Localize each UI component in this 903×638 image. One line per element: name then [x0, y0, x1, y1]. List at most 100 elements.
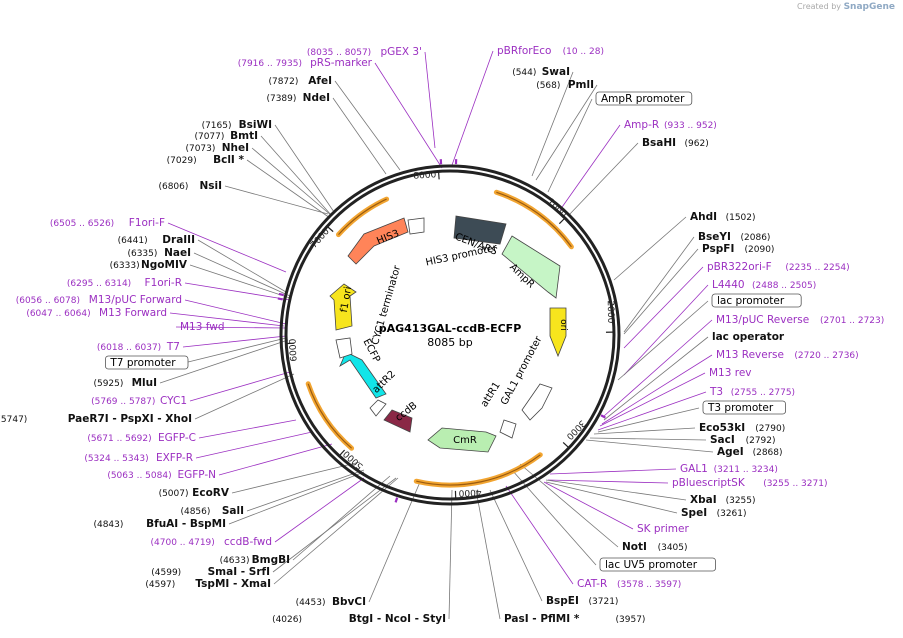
label-m13-puc-reverse[interactable]: M13/pUC Reverse (2701 .. 2723) — [716, 314, 884, 326]
label-saci[interactable]: SacI(2792) — [710, 434, 776, 446]
label-exfp-r[interactable]: EXFP-R(5324 .. 5343) — [84, 452, 193, 464]
label-f1ori-f[interactable]: F1ori-F(6505 .. 6526) — [50, 217, 165, 229]
label-pbrforeco[interactable]: pBRforEco(10 .. 28) — [497, 45, 604, 57]
label-bspei[interactable]: BspEI(3721) — [546, 595, 618, 607]
label-name-lac-operator: lac operator — [712, 331, 785, 343]
leader-bspei — [489, 489, 543, 602]
label-sali[interactable]: SalI(4856) — [180, 505, 244, 517]
label-m13-fwd[interactable]: M13 fwd — [180, 321, 225, 333]
label-ccdb-fwd[interactable]: ccdB-fwd(4700 .. 4719) — [151, 536, 272, 548]
label-pos-ccdb-fwd: (4700 .. 4719) — [151, 538, 215, 548]
label-prs-marker[interactable]: pRS-marker(7916 .. 7935) — [238, 57, 373, 69]
label-pos-spei: (3261) — [717, 509, 747, 519]
label-m13-puc-forward[interactable]: M13/pUC Forward(6056 .. 6078) — [16, 294, 182, 306]
label-name-bsahi: BsaHI — [642, 137, 676, 149]
label-bmti[interactable]: BmtI(7077) — [194, 130, 258, 142]
label-lac-promoter[interactable]: lac promoter — [711, 293, 802, 308]
cyc1-terminator-arrow — [335, 337, 353, 359]
label-draiii[interactable]: DraIII(6441) — [118, 234, 195, 246]
label-eco53ki[interactable]: Eco53kI(2790) — [699, 422, 785, 434]
label-smai-srfi[interactable]: SmaI - SrfI(4599) — [151, 566, 270, 578]
leader-lines — [159, 50, 714, 620]
label-name-agei: AgeI — [717, 446, 744, 458]
label-pos-m13-puc-reverse: (2701 .. 2723) — [820, 316, 884, 326]
label-t7-promoter[interactable]: T7 promoter — [105, 355, 189, 370]
backbone-inner-ring — [284, 169, 616, 501]
label-pos-l4440: (2488 .. 2505) — [752, 281, 816, 291]
label-pbr322ori-f[interactable]: pBR322ori-F(2235 .. 2254) — [707, 261, 850, 273]
label-pos-sali: (4856) — [180, 507, 210, 517]
label-t3-promoter[interactable]: T3 promoter — [702, 400, 786, 415]
tick-label-6000: 6000 — [288, 338, 299, 362]
leader-ccdb-fwd — [274, 477, 365, 543]
label-egfp-n[interactable]: EGFP-N(5063 .. 5084) — [107, 469, 216, 481]
leader-tspmi-xmai — [273, 477, 399, 585]
label-lac-operator[interactable]: lac operator — [712, 331, 785, 343]
label-spei[interactable]: SpeI(3261) — [681, 507, 747, 519]
label-gal1[interactable]: GAL1(3211 .. 3234) — [680, 463, 778, 475]
label-ngomiv[interactable]: NgoMIV(6333) — [110, 259, 188, 271]
label-pasi-pflmi[interactable]: PasI - PflMI *(3957) — [504, 613, 645, 625]
label-t3[interactable]: T3(2755 .. 2775) — [709, 386, 795, 398]
label-pmli[interactable]: PmlI(568) — [536, 79, 594, 91]
label-m13-rev[interactable]: M13 rev — [709, 367, 752, 379]
label-pos-nhei: (7073) — [185, 144, 215, 154]
label-nhei[interactable]: NheI(7073) — [185, 142, 249, 154]
leader-ngomiv — [189, 264, 291, 299]
label-pos-prs-marker: (7916 .. 7935) — [238, 59, 302, 69]
label-l4440[interactable]: L4440(2488 .. 2505) — [712, 279, 816, 291]
label-bseyi[interactable]: BseYI(2086) — [698, 231, 770, 243]
primer-mark-bottom — [394, 497, 399, 503]
label-nsii[interactable]: NsiI(6806) — [158, 180, 222, 192]
label-xbai[interactable]: XbaI(3255) — [690, 494, 756, 506]
label-ecorv[interactable]: EcoRV(5007) — [159, 487, 230, 499]
label-pos-bbvci: (4453) — [296, 598, 326, 608]
label-pbluescriptsk[interactable]: pBluescriptSK(3255 .. 3271) — [672, 477, 827, 489]
label-tspmi-xmai[interactable]: TspMI - XmaI(4597) — [145, 578, 271, 590]
label-pos-t3: (2755 .. 2775) — [731, 388, 795, 398]
label-paer7i-pspxi-xhoi[interactable]: PaeR7I - PspXI - XhoI(5747) — [0, 413, 192, 425]
label-f1ori-r[interactable]: F1ori-R(6295 .. 6314) — [67, 277, 182, 289]
label-name-pspfi: PspFI — [702, 243, 734, 255]
label-cat-r[interactable]: CAT-R(3578 .. 3597) — [577, 578, 681, 590]
leader-bsiwi — [274, 124, 335, 213]
label-mlui[interactable]: MluI(5925) — [93, 377, 157, 389]
label-bmgbi[interactable]: BmgBI(4633) — [220, 554, 290, 566]
label-lac-uv5-promoter[interactable]: lac UV5 promoter — [599, 557, 716, 572]
label-bsiwi[interactable]: BsiWI(7165) — [202, 119, 272, 131]
primer-mark-left2 — [278, 292, 284, 297]
label-noti[interactable]: NotI(3405) — [622, 541, 688, 553]
label-cyc1[interactable]: CYC1(5769 .. 5787) — [91, 395, 187, 407]
label-bsahi[interactable]: BsaHI(962) — [642, 137, 709, 149]
label-m13-forward[interactable]: M13 Forward(6047 .. 6064) — [26, 307, 167, 319]
label-egfp-c[interactable]: EGFP-C(5671 .. 5692) — [87, 432, 196, 444]
label-ndei[interactable]: NdeI(7389) — [266, 92, 330, 104]
label-name-m13-puc-reverse: M13/pUC Reverse — [716, 314, 809, 326]
label-t7[interactable]: T7(6018 .. 6037) — [97, 341, 180, 353]
gal1-promoter-arrow — [521, 383, 553, 421]
ampr-arrow — [501, 235, 561, 299]
label-bcli[interactable]: BclI *(7029) — [167, 154, 245, 166]
label-ampr-promoter[interactable]: AmpR promoter — [595, 91, 693, 106]
label-name-ahdi: AhdI — [690, 211, 717, 223]
label-name-m13-fwd: M13 fwd — [180, 321, 225, 333]
label-bfuai-bspmi[interactable]: BfuAI - BspMI(4843) — [93, 518, 226, 530]
leader-xbai — [545, 479, 687, 501]
label-name-m13-forward: M13 Forward — [99, 307, 167, 319]
label-ahdi[interactable]: AhdI(1502) — [690, 211, 756, 223]
label-naei[interactable]: NaeI(6335) — [127, 247, 191, 259]
leader-bsahi — [567, 142, 639, 217]
label-agei[interactable]: AgeI(2868) — [717, 446, 783, 458]
label-pgex-3[interactable]: pGEX 3'(8035 .. 8057) — [307, 46, 422, 58]
leader-lac-operator — [603, 336, 709, 421]
label-swai[interactable]: SwaI(544) — [512, 66, 570, 78]
label-m13-reverse[interactable]: M13 Reverse(2720 .. 2736) — [716, 349, 859, 361]
attr2-arrow — [369, 399, 387, 417]
label-bbvci[interactable]: BbvCI(4453) — [296, 596, 366, 608]
label-sk-primer[interactable]: SK primer — [637, 523, 689, 535]
label-pspfi[interactable]: PspFI(2090) — [702, 243, 774, 255]
label-afei[interactable]: AfeI(7872) — [268, 75, 332, 87]
label-amp-r[interactable]: Amp-R(933 .. 952) — [624, 119, 717, 131]
label-btgi-ncoi-styi[interactable]: BtgI - NcoI - StyI(4026) — [272, 613, 446, 625]
label-pos-nsii: (6806) — [158, 182, 188, 192]
